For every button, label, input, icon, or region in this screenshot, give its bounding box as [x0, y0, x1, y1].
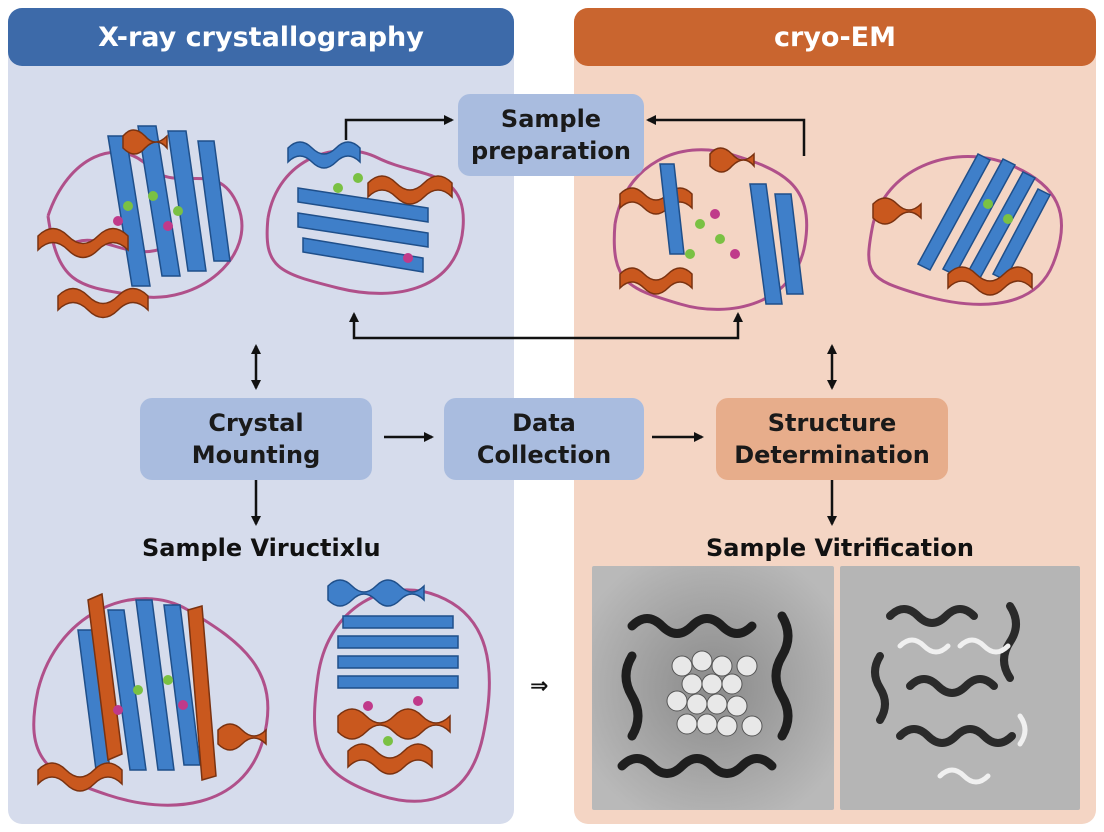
data-collection-box: Data Collection — [444, 398, 644, 480]
protein-ribbon-icon — [313, 579, 491, 803]
structure-determination-box: Structure Determination — [716, 398, 948, 480]
protein-ribbon-icon — [867, 153, 1063, 306]
protein-ribbon-icon — [612, 147, 809, 311]
sample-preparation-box: Sample preparation — [458, 94, 644, 176]
crystal-mounting-box: Crystal Mounting — [140, 398, 372, 480]
xray-bottom-label: Sample Viructixlu — [142, 534, 381, 562]
protein-ribbon-icon — [265, 141, 465, 295]
cryo-em-micrograph-icon — [840, 566, 1080, 810]
cryoem-bottom-label: Sample Vitrification — [706, 534, 974, 562]
arrow-icon — [349, 312, 743, 340]
protein-ribbon-icon — [32, 592, 270, 807]
protein-ribbon-icon — [37, 125, 244, 319]
arrow-icon — [344, 115, 454, 140]
double-arrow-icon: ⇒ — [530, 674, 549, 699]
xray-header: X-ray crystallography — [8, 8, 514, 66]
cryo-em-micrograph-icon — [592, 566, 834, 810]
cryoem-header: cryo-EM — [574, 8, 1096, 66]
arrow-icon — [646, 115, 806, 156]
